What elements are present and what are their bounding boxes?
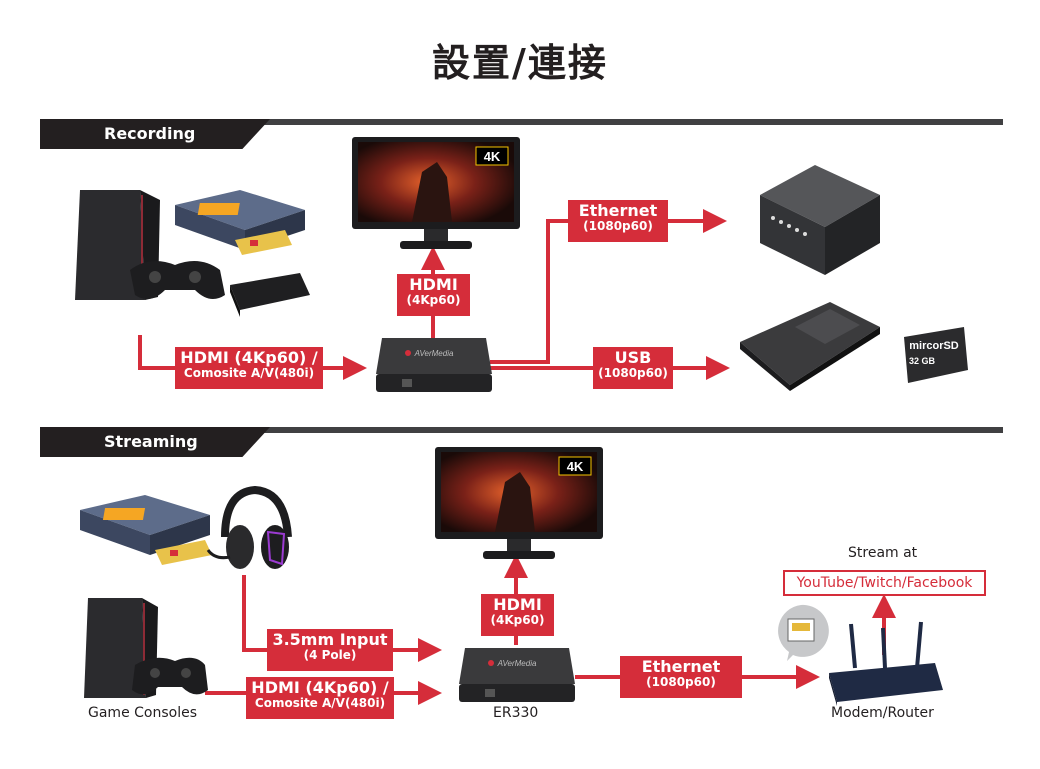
stream-platforms: YouTube/Twitch/Facebook bbox=[783, 570, 986, 596]
rec-hdmi-l2: (4Kp60) bbox=[406, 292, 461, 307]
str-audio-l2: (4 Pole) bbox=[303, 647, 357, 662]
rec-usb-l2: (1080p60) bbox=[598, 365, 668, 380]
rec-input-label: HDMI (4Kp60) / Comosite A/V(480i) bbox=[175, 347, 323, 389]
str-input-l1: HDMI (4Kp60) / bbox=[251, 678, 389, 697]
sd-label: mircorSD bbox=[909, 340, 959, 352]
str-audio-label: 3.5mm Input (4 Pole) bbox=[267, 629, 393, 671]
recording-tab: Recording bbox=[40, 119, 270, 149]
streaming-tab: Streaming bbox=[40, 427, 270, 457]
sd-size: 32 GB bbox=[909, 356, 936, 366]
str-ethernet-label: Ethernet (1080p60) bbox=[620, 656, 742, 698]
recording-tab-label: Recording bbox=[104, 124, 196, 143]
router-icon bbox=[829, 621, 943, 706]
rec-usb-label: USB (1080p60) bbox=[593, 347, 673, 389]
str-input-l2: Comosite A/V(480i) bbox=[254, 695, 386, 710]
rec-usb-l1: USB bbox=[614, 348, 652, 367]
str-tv-badge: 4K bbox=[567, 459, 584, 474]
ethernet-port-icon bbox=[778, 604, 829, 661]
capture-device-icon: AVerMedia bbox=[376, 338, 492, 392]
str-ethernet-l1: Ethernet bbox=[641, 657, 721, 676]
rec-tv-badge: 4K bbox=[484, 149, 501, 164]
recording-section-bar bbox=[40, 119, 1003, 125]
playstation-console-icon bbox=[84, 598, 208, 698]
game-consoles-icon bbox=[75, 190, 310, 317]
str-hdmi-label: HDMI (4Kp60) bbox=[481, 594, 554, 636]
str-audio-l1: 3.5mm Input bbox=[272, 630, 388, 649]
page-title: 設置/連接 bbox=[432, 41, 608, 85]
microsd-card-icon: mircorSD 32 GB bbox=[904, 327, 968, 383]
router-caption: Modem/Router bbox=[831, 705, 934, 721]
str-input-label: HDMI (4Kp60) / Comosite A/V(480i) bbox=[246, 677, 394, 719]
nas-storage-icon bbox=[760, 165, 880, 275]
streaming-tab-label: Streaming bbox=[104, 432, 198, 451]
str-hdmi-l2: (4Kp60) bbox=[490, 612, 545, 627]
game-consoles-caption: Game Consoles bbox=[88, 705, 197, 721]
rec-ethernet-l1: Ethernet bbox=[578, 201, 658, 220]
headset-icon bbox=[206, 485, 292, 569]
rec-ethernet-l2: (1080p60) bbox=[583, 218, 653, 233]
rec-input-l2: Comosite A/V(480i) bbox=[183, 365, 315, 380]
tv-monitor-icon: 4K bbox=[352, 137, 520, 249]
rec-device-brand: AVerMedia bbox=[414, 349, 454, 358]
rec-ethernet-line bbox=[490, 209, 727, 364]
external-drive-icon bbox=[740, 302, 880, 391]
rec-hdmi-label: HDMI (4Kp60) bbox=[397, 274, 470, 316]
str-ethernet-l2: (1080p60) bbox=[646, 674, 716, 689]
str-hdmi-l1: HDMI bbox=[493, 595, 542, 614]
device-caption: ER330 bbox=[493, 705, 539, 721]
rec-hdmi-l1: HDMI bbox=[409, 275, 458, 294]
stream-at-label: Stream at bbox=[848, 545, 918, 561]
str-device-brand: AVerMedia bbox=[497, 659, 537, 668]
retro-console-icon bbox=[80, 495, 212, 565]
capture-device-icon-2: AVerMedia bbox=[459, 648, 575, 702]
streaming-section-bar bbox=[40, 427, 1003, 433]
rec-input-l1: HDMI (4Kp60) / bbox=[180, 348, 318, 367]
rec-ethernet-label: Ethernet (1080p60) bbox=[568, 200, 668, 242]
tv-monitor-icon-2: 4K bbox=[435, 447, 603, 559]
